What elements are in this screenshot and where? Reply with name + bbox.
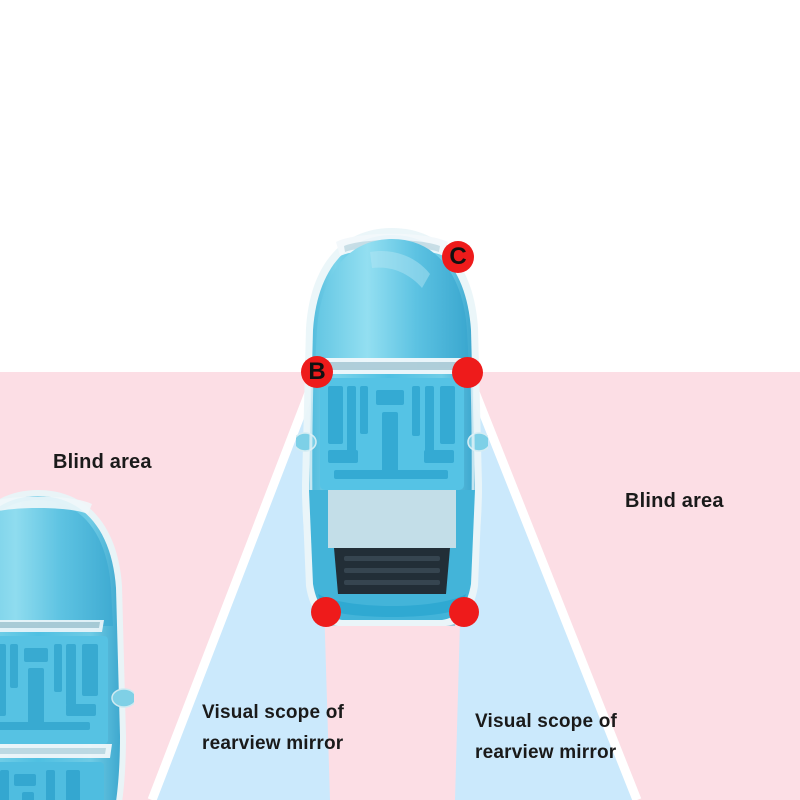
cone-right-edge-line [462,370,642,800]
visual-scope-label-left: Visual scope of rearview mirror [202,702,345,754]
cone-left-edge-line [147,370,322,800]
marker-rear-right[interactable] [449,597,479,627]
marker-rear-left[interactable] [311,597,341,627]
blind-area-label-right: Blind area [625,490,724,512]
ego-vehicle-rear [302,490,482,626]
marker-right-mirror[interactable] [452,357,483,388]
adjacent-vehicle [0,490,134,800]
blind-area-label-left: Blind area [53,451,152,473]
visual-scope-label-right: Visual scope of rearview mirror [475,711,618,763]
marker-c[interactable]: C [442,241,474,273]
marker-b[interactable]: B [301,356,333,388]
